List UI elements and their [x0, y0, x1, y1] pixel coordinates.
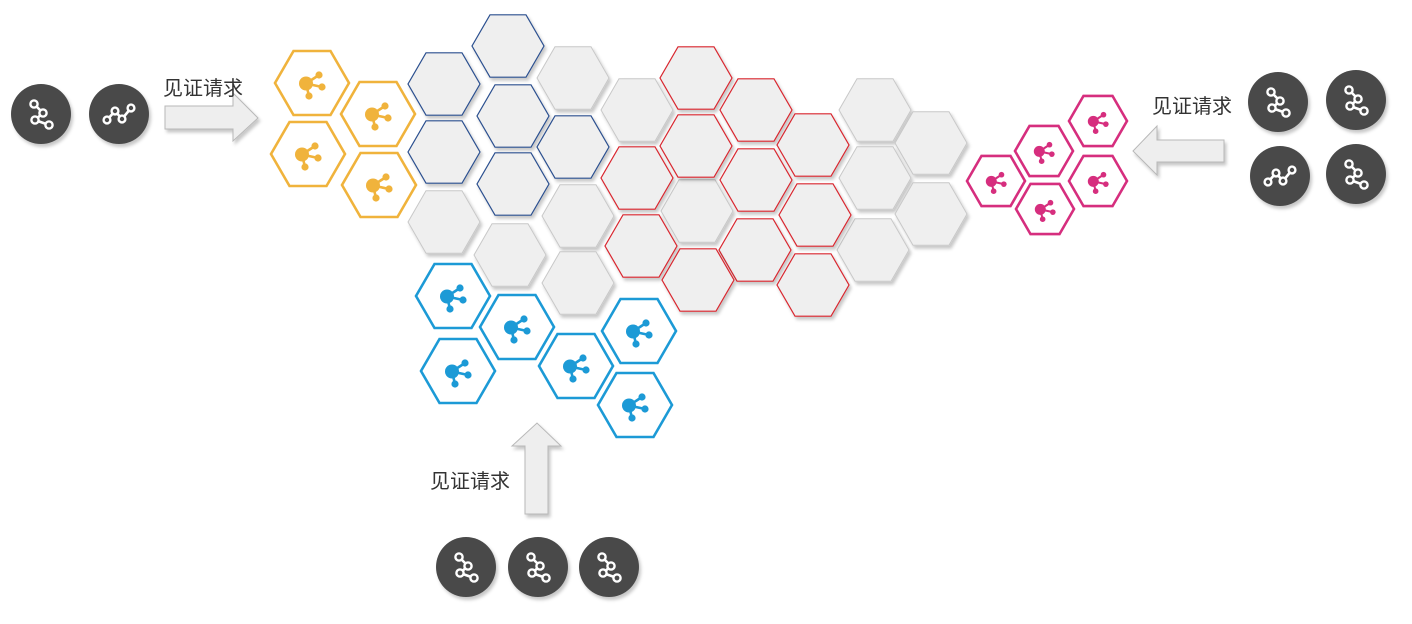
hex-blue-outline [407, 52, 481, 116]
request-label-right: 见证请求 [1152, 94, 1232, 118]
network-node-icon [563, 354, 590, 383]
hex-grey [838, 78, 912, 142]
path-icon [1250, 146, 1310, 206]
hex-grid [269, 14, 1129, 439]
hex-red-outline [719, 78, 793, 142]
hex-grey [894, 111, 968, 175]
hex-grey [541, 184, 615, 248]
witness-hex [1013, 124, 1075, 178]
branch-icon [436, 537, 496, 597]
witness-hex [1014, 182, 1076, 236]
branch-icon [508, 537, 568, 597]
hex-red-outline [659, 46, 733, 110]
hex-red-outline [659, 114, 733, 178]
network-node-icon [366, 173, 393, 202]
hex-blue-outline [476, 84, 550, 148]
network-node-icon [445, 359, 472, 388]
witness-hex [339, 80, 417, 148]
hex-blue-outline [536, 115, 610, 179]
hex-grey [473, 223, 547, 287]
arrows [164, 91, 1225, 515]
witness-hex [414, 262, 492, 330]
hex-red-outline [661, 248, 735, 312]
network-node-icon [1033, 141, 1055, 165]
witness-hex [1067, 154, 1129, 208]
branch-icon [1326, 144, 1386, 204]
arrow-left [1132, 124, 1225, 177]
witness-hex [269, 120, 347, 188]
witness-hex [419, 337, 497, 405]
hex-red-outline [778, 183, 852, 247]
network-node-icon [985, 171, 1007, 195]
hex-grey [541, 251, 615, 315]
branch-icon [11, 84, 71, 144]
witness-cluster-magenta [965, 94, 1129, 236]
hex-grey [660, 179, 734, 243]
path-icon [89, 84, 149, 144]
network-node-icon [626, 319, 653, 348]
hex-red-outline [776, 253, 850, 317]
hex-red-outline [776, 113, 850, 177]
network-node-icon [1034, 199, 1056, 223]
network-node-icon [1087, 171, 1109, 195]
network-node-icon [1087, 111, 1109, 135]
witness-cluster-orange [269, 49, 418, 219]
branch-icon [579, 537, 639, 597]
branch-icon [1326, 70, 1386, 130]
hex-red-outline [719, 148, 793, 212]
witness-hex [478, 293, 556, 361]
request-label-left: 见证请求 [163, 76, 243, 100]
witness-hex [340, 151, 418, 219]
hex-grey [407, 190, 481, 254]
arrow-right [164, 91, 259, 143]
hex-blue-outline [407, 120, 481, 184]
hex-blue-outline [471, 14, 545, 78]
hex-grey [600, 78, 674, 142]
branch-icon [1248, 72, 1308, 132]
network-node-icon [299, 71, 326, 100]
hex-red-outline [718, 218, 792, 282]
witness-hex [273, 49, 351, 117]
hex-blue-outline [476, 152, 550, 216]
witness-hex [600, 297, 678, 365]
request-nodes [11, 70, 1386, 597]
witness-hex [596, 371, 674, 439]
network-node-icon [295, 142, 322, 171]
witness-hex [537, 332, 615, 400]
hex-grey [894, 182, 968, 246]
arrow-up [510, 422, 563, 515]
network-node-icon [622, 393, 649, 422]
network-node-icon [440, 284, 467, 313]
witness-cluster-blue [414, 262, 678, 439]
network-node-icon [504, 315, 531, 344]
network-node-icon [365, 102, 392, 131]
witness-hex [965, 154, 1027, 208]
hex-red-outline [600, 146, 674, 210]
hex-red-outline [604, 214, 678, 278]
request-label-bottom: 见证请求 [430, 469, 510, 493]
hex-grey [836, 218, 910, 282]
witness-hex [1067, 94, 1129, 148]
hex-grey [838, 146, 912, 210]
hex-grey [536, 46, 610, 110]
